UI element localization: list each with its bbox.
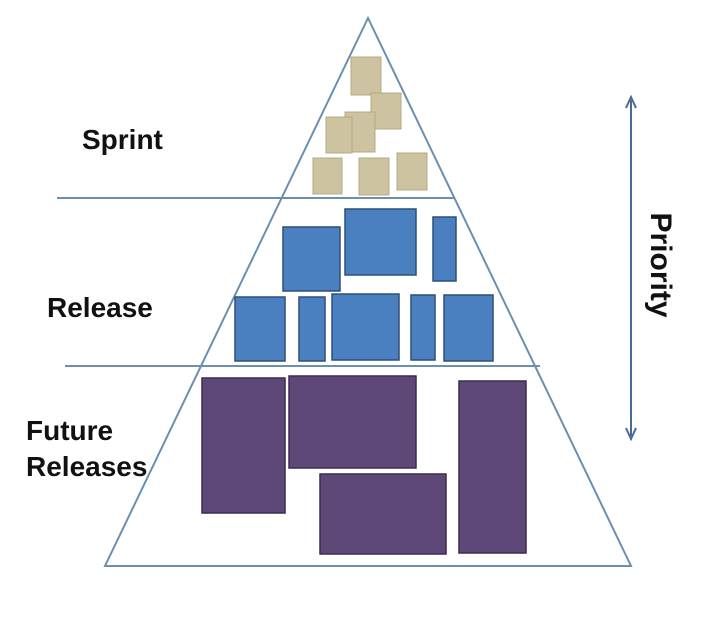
future-block	[458, 380, 527, 554]
release-block	[234, 296, 286, 362]
release-block	[298, 296, 326, 362]
sprint-block	[370, 92, 402, 130]
priority-label: Priority	[644, 212, 677, 318]
release-block	[410, 294, 436, 361]
release-block	[443, 294, 494, 362]
pyramid-outline	[103, 15, 633, 567]
release-block	[331, 293, 400, 361]
sprint-blocks	[312, 56, 428, 196]
sprint-block	[350, 56, 382, 96]
sprint-label: Sprint	[82, 124, 163, 155]
release-block	[432, 216, 457, 282]
release-block	[344, 208, 417, 276]
release-blocks	[234, 208, 494, 362]
sprint-block	[325, 116, 353, 154]
future-block	[319, 473, 447, 555]
future-block	[288, 375, 417, 469]
future-blocks	[201, 375, 527, 555]
release-label: Release	[47, 292, 153, 323]
release-block	[282, 226, 341, 292]
future-label-line1: Future	[26, 415, 114, 446]
sprint-block	[396, 152, 428, 191]
future-releases-label: Future Releases	[26, 413, 147, 485]
future-label-line2: Releases	[26, 451, 148, 482]
priority-arrow	[625, 94, 637, 442]
future-block	[201, 377, 286, 514]
sprint-block	[358, 157, 390, 196]
sprint-block	[312, 157, 343, 195]
